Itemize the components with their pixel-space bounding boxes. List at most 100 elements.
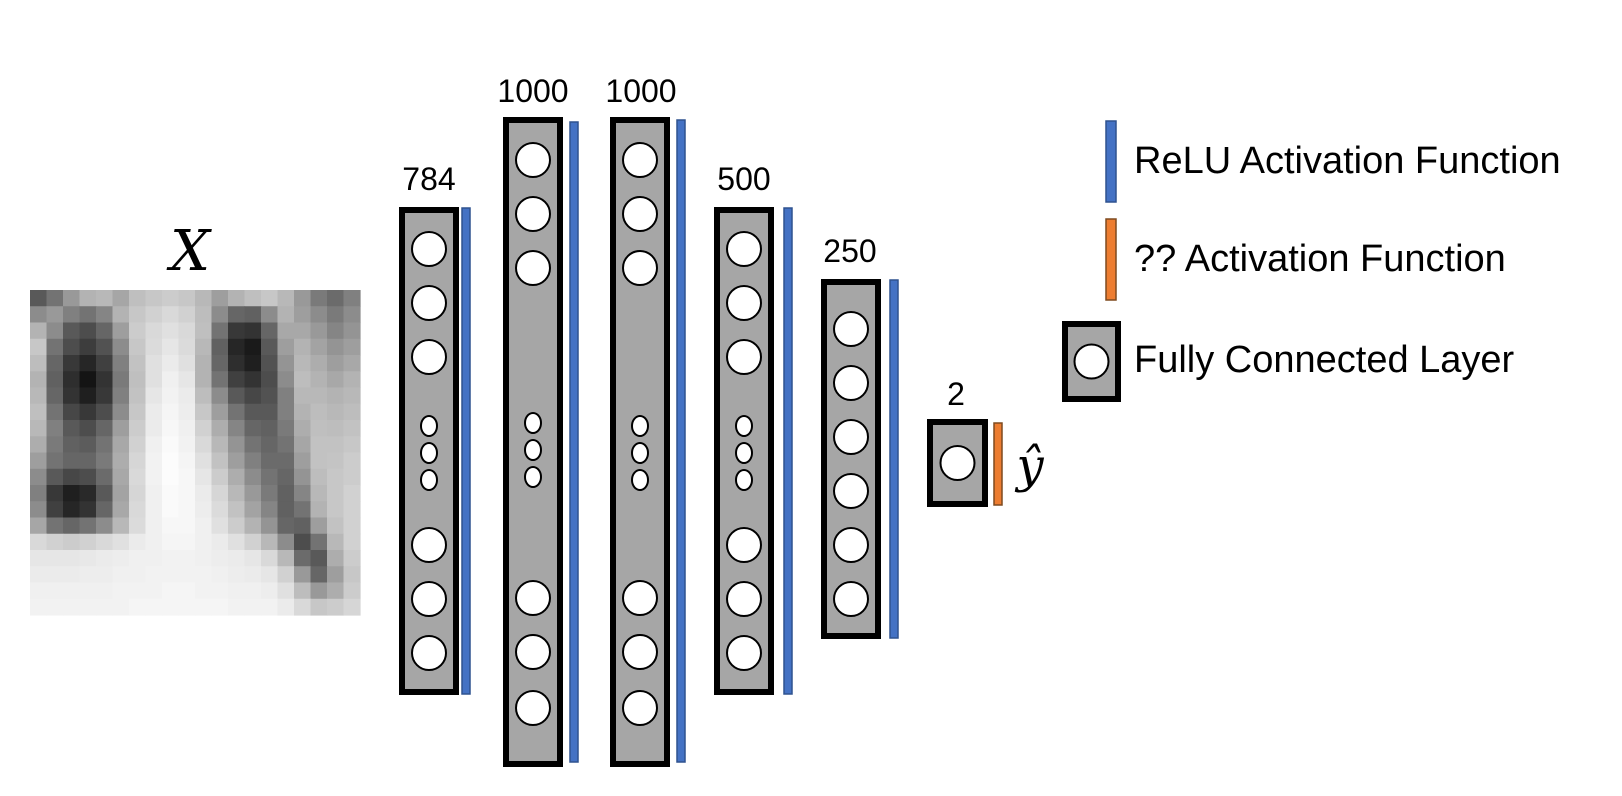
input-pixel: [327, 355, 345, 372]
neuron: [515, 250, 551, 286]
input-pixel: [211, 533, 229, 551]
input-pixel: [211, 290, 229, 307]
input-pixel: [343, 468, 361, 486]
input-pixel: [129, 452, 147, 470]
input-pixel: [129, 290, 147, 307]
input-pixel: [244, 387, 262, 405]
neuron: [622, 196, 658, 232]
input-pixel: [96, 533, 114, 551]
input-pixel: [244, 598, 262, 616]
neuron: [833, 365, 869, 401]
input-pixel: [211, 436, 229, 454]
input-pixel: [145, 306, 163, 324]
input-pixel: [310, 485, 328, 502]
input-pixel: [327, 501, 345, 519]
input-image: [30, 290, 361, 616]
input-pixel: [343, 452, 361, 470]
input-pixel: [46, 566, 64, 584]
input-pixel: [178, 468, 196, 486]
input-pixel: [310, 533, 328, 551]
input-pixel: [112, 598, 130, 616]
input-pixel: [96, 501, 114, 519]
input-pixel: [327, 436, 345, 454]
input-pixel: [343, 338, 361, 356]
input-pixel: [211, 403, 229, 421]
input-pixel: [63, 436, 81, 454]
neuron: [622, 634, 658, 670]
input-pixel: [244, 485, 262, 502]
input-pixel: [178, 403, 196, 421]
input-pixel: [211, 468, 229, 486]
input-pixel: [211, 371, 229, 389]
ellipsis-dot: [420, 469, 438, 491]
input-pixel: [195, 371, 213, 389]
input-pixel: [294, 501, 312, 519]
input-pixel: [277, 322, 295, 340]
input-pixel: [178, 582, 196, 600]
input-pixel: [228, 598, 246, 616]
input-pixel: [162, 468, 180, 486]
input-pixel: [46, 387, 64, 405]
input-pixel: [112, 371, 130, 389]
input-pixel: [327, 306, 345, 324]
neuron: [622, 580, 658, 616]
input-pixel: [30, 501, 48, 519]
ellipsis-dot: [631, 442, 649, 464]
input-pixel: [343, 290, 361, 307]
input-pixel: [30, 306, 48, 324]
input-pixel: [162, 290, 180, 307]
input-pixel: [162, 436, 180, 454]
input-pixel: [46, 582, 64, 600]
input-pixel: [162, 452, 180, 470]
input-pixel: [228, 468, 246, 486]
input-pixel: [277, 485, 295, 502]
input-pixel: [310, 420, 328, 437]
input-pixel: [112, 566, 130, 584]
layer-1-activation-bar: [461, 207, 471, 695]
input-pixel: [261, 322, 279, 340]
input-pixel: [112, 355, 130, 372]
input-pixel: [244, 533, 262, 551]
input-pixel: [310, 436, 328, 454]
input-pixel-grid: [30, 290, 361, 616]
input-pixel: [96, 436, 114, 454]
layer-4: 500: [714, 161, 793, 695]
input-pixel: [79, 306, 97, 324]
input-pixel: [244, 322, 262, 340]
input-pixel: [277, 582, 295, 600]
input-pixel: [343, 322, 361, 340]
input-pixel: [96, 550, 114, 567]
input-pixel: [327, 290, 345, 307]
input-pixel: [310, 387, 328, 405]
input-pixel: [195, 420, 213, 437]
input-pixel: [112, 517, 130, 535]
input-pixel: [79, 501, 97, 519]
input-pixel: [244, 452, 262, 470]
input-pixel: [195, 485, 213, 502]
neuron: [833, 419, 869, 455]
input-pixel: [162, 501, 180, 519]
layer-4-activation-bar: [783, 207, 793, 695]
input-pixel: [244, 436, 262, 454]
input-pixel: [277, 436, 295, 454]
input-pixel: [277, 290, 295, 307]
input-pixel: [195, 598, 213, 616]
input-pixel: [228, 501, 246, 519]
input-pixel: [112, 533, 130, 551]
input-pixel: [63, 306, 81, 324]
input-pixel: [96, 582, 114, 600]
input-pixel: [63, 403, 81, 421]
input-pixel: [294, 468, 312, 486]
input-pixel: [228, 355, 246, 372]
input-pixel: [63, 338, 81, 356]
neuron: [515, 634, 551, 670]
input-pixel: [63, 322, 81, 340]
ellipsis-dot: [420, 415, 438, 437]
input-pixel: [162, 371, 180, 389]
input-pixel: [327, 533, 345, 551]
input-pixel: [195, 501, 213, 519]
input-pixel: [277, 306, 295, 324]
input-pixel: [46, 403, 64, 421]
input-pixel: [178, 485, 196, 502]
input-pixel: [310, 452, 328, 470]
